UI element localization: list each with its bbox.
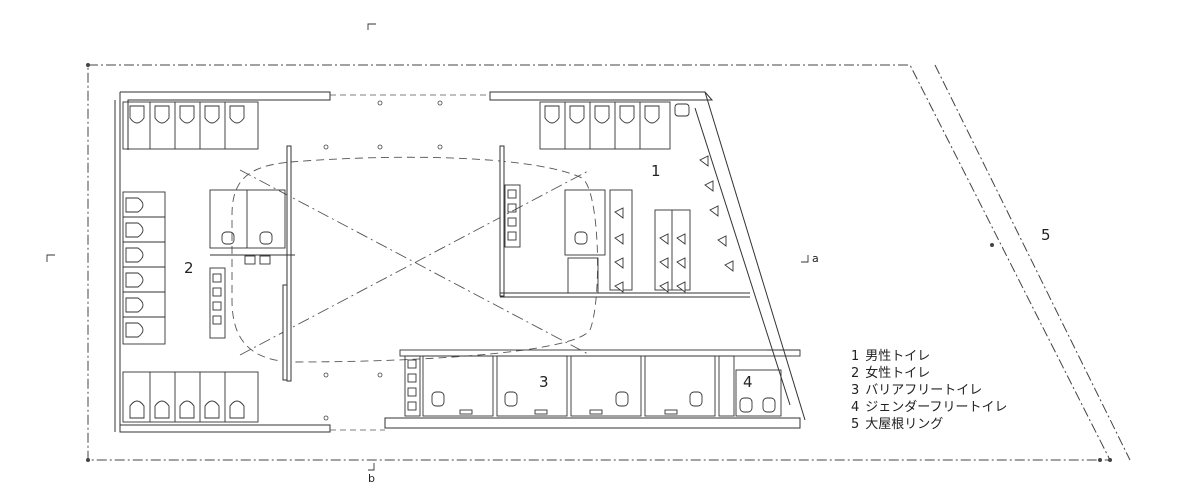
wc-cubicles-top-left — [122, 101, 259, 150]
wc-cubicles-top-right — [539, 101, 690, 150]
wc-cubicles-left — [122, 191, 166, 345]
section-marker-top — [367, 23, 376, 30]
boundary-points — [86, 63, 1112, 462]
void-cross — [239, 169, 591, 356]
section-marker-left — [46, 254, 55, 262]
room-label-mens: 1 — [651, 162, 661, 180]
central-void — [231, 156, 598, 363]
section-b-label: b — [368, 472, 375, 485]
bottom-rooms — [399, 349, 801, 417]
section-marker-a: a — [801, 252, 819, 265]
building-outline — [114, 91, 806, 433]
womens-inner-block — [209, 189, 295, 339]
central-walls — [282, 145, 505, 382]
open-edge — [330, 94, 490, 431]
room-label-barrier-free: 3 — [539, 373, 549, 391]
room-label-womens: 2 — [184, 259, 194, 277]
room-label-gender-free: 4 — [743, 373, 753, 391]
section-marker-b: b — [368, 463, 375, 485]
section-a-label: a — [812, 252, 819, 265]
room-label-roof-ring: 5 — [1041, 226, 1051, 244]
mens-fixtures — [500, 155, 750, 298]
columns — [323, 100, 443, 421]
wc-cubicles-bottom-left — [122, 371, 259, 423]
